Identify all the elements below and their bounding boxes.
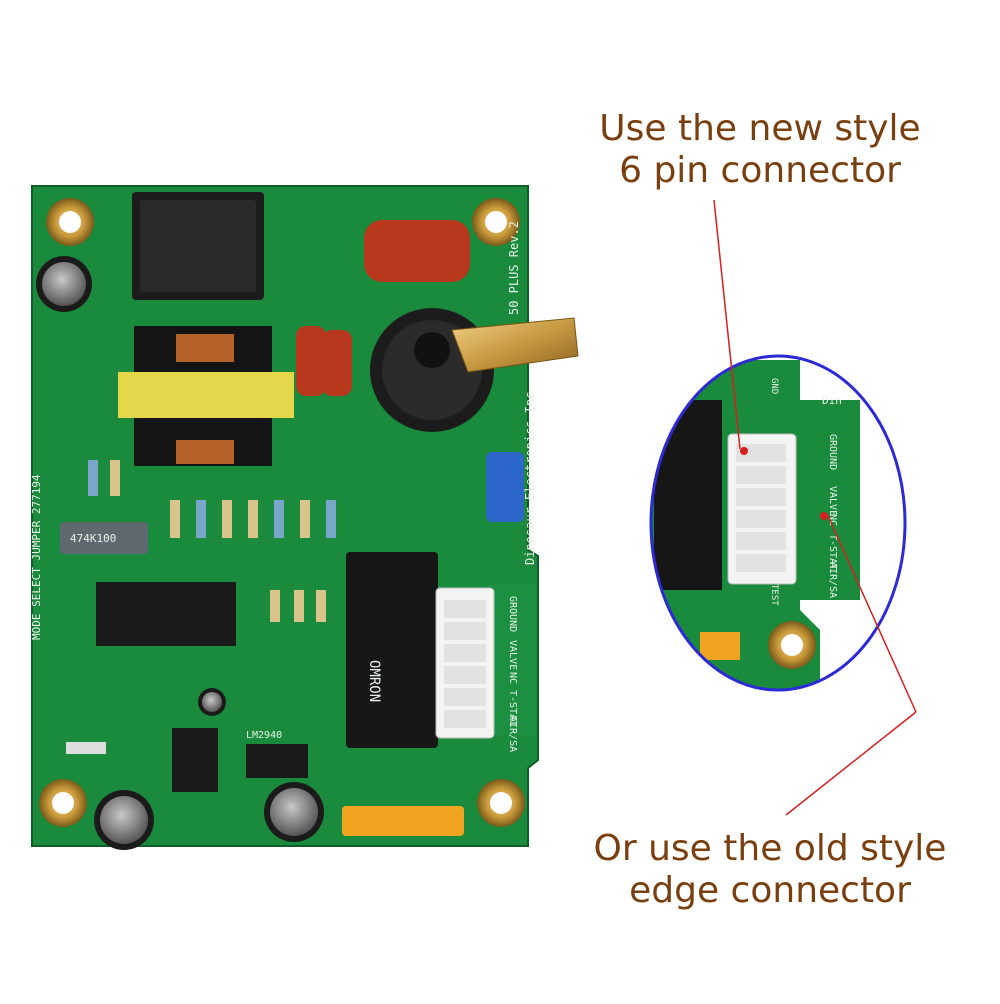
six-pin-connector	[435, 587, 495, 739]
zoom-label-ground: GROUND	[827, 434, 838, 470]
zoom-label-airsa: AIR/SA	[827, 562, 838, 598]
integrated-circuits	[96, 582, 308, 792]
edge-label-tstat: T-STAT	[507, 690, 518, 726]
blue-capacitor	[486, 452, 524, 522]
power-relay	[132, 192, 264, 300]
zoom-label-din: Din	[822, 394, 842, 407]
relay-brand-text: OMRON	[366, 660, 382, 702]
caption-old-style-line2: edge connector	[629, 870, 911, 912]
zoom-label-test: TEST	[769, 584, 779, 606]
ic-label-text: LM2940	[246, 730, 282, 741]
electrolytic-capacitors	[36, 256, 324, 850]
edge-label-ground: GROUND	[507, 596, 518, 632]
varistor-label-text: 474K100	[70, 532, 116, 545]
zoom-label-nc: NC	[827, 514, 838, 526]
board-title-text: 50 PLUS Rev.2	[507, 221, 521, 315]
caption-old-style: Or use the old style edge connector	[560, 828, 980, 913]
edge-label-nc: NC	[507, 672, 518, 684]
zoom-inset: GROUND VALVE NC T-STAT AIR/SA GND Din TE…	[649, 354, 907, 692]
resistor-array	[66, 460, 336, 754]
mounting-holes	[39, 198, 525, 827]
zoom-label-gnd: GND	[769, 378, 779, 394]
film-capacitors	[296, 220, 470, 396]
edge-label-valve: VALVE	[507, 640, 518, 670]
edge-connector-labels: GROUND VALVE NC T-STAT AIR/SA	[507, 596, 518, 752]
caption-new-style: Use the new style 6 pin connector	[560, 108, 960, 193]
caption-new-style-line1: Use the new style	[599, 108, 921, 149]
jumper-label-text: MODE SELECT JUMPER 277194	[30, 474, 43, 640]
varistor	[60, 522, 148, 554]
transformer	[118, 326, 294, 466]
caption-old-style-line1: Or use the old style	[593, 828, 947, 869]
callout-pointers	[713, 199, 917, 816]
caption-new-style-line2: 6 pin connector	[619, 150, 901, 192]
edge-label-airsa: AIR/SA	[507, 716, 518, 752]
signal-relay	[346, 552, 438, 748]
spark-terminal	[370, 308, 579, 432]
board-maker-text: Dinosaur Electronics Inc.	[523, 384, 537, 565]
zoom-label-valve: VALVE	[827, 486, 838, 516]
fuse	[342, 806, 464, 836]
zoom-label-tstat: T-STAT	[827, 534, 838, 570]
zoom-ring	[649, 354, 907, 692]
